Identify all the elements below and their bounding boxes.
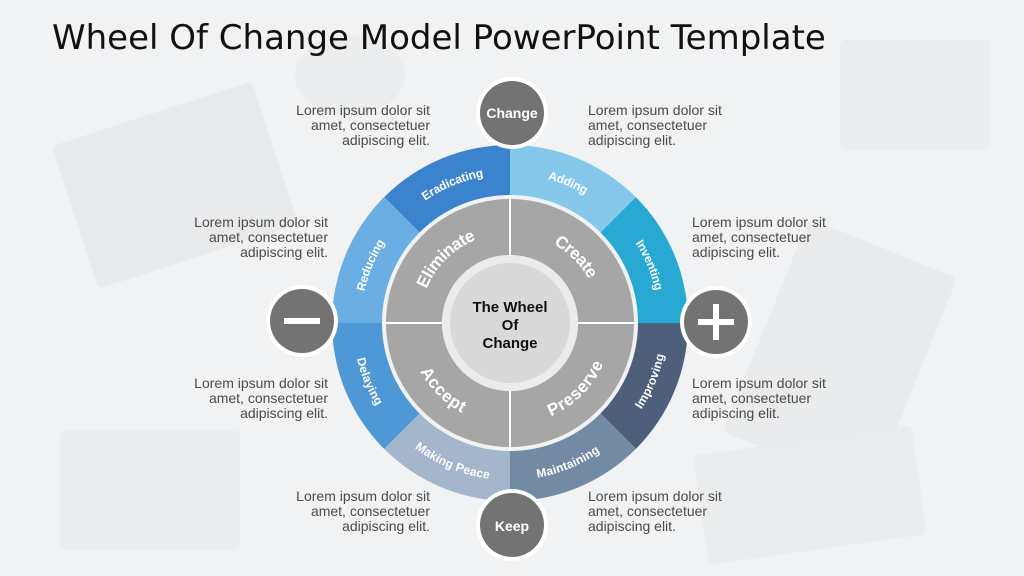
outer-segment-eradicating: [384, 145, 510, 233]
description-line: adipiscing elit.: [342, 132, 430, 148]
description-mid-right-lower: Lorem ipsum dolor sit amet, consectetuer…: [692, 376, 892, 421]
description-top-left: Lorem ipsum dolor sit amet, consectetuer…: [230, 103, 430, 148]
description-mid-left-upper: Lorem ipsum dolor sit amet, consectetuer…: [128, 215, 328, 260]
description-line: amet, consectetuer: [310, 503, 430, 519]
description-top-right: Lorem ipsum dolor sit amet, consectetuer…: [588, 103, 788, 148]
center-label-line2: Of: [502, 317, 520, 334]
quadrant-create: [510, 199, 634, 323]
description-line: amet, consectetuer: [208, 229, 328, 245]
description-line: Lorem ipsum dolor sit: [194, 214, 328, 230]
page-title: Wheel Of Change Model PowerPoint Templat…: [52, 18, 826, 58]
keep-node-label: Keep: [495, 518, 529, 534]
outer-segment-making-peace: [384, 413, 510, 501]
quadrant-eliminate: [386, 199, 510, 323]
change-node-label: Change: [486, 105, 538, 121]
description-line: Lorem ipsum dolor sit: [194, 375, 328, 391]
center-hub: The Wheel Of Change: [442, 255, 578, 391]
outer-segment-maintaining: [510, 413, 636, 501]
description-line: adipiscing elit.: [588, 132, 676, 148]
plus-icon: [698, 304, 734, 340]
description-line: adipiscing elit.: [692, 405, 780, 421]
center-inner-circle: [450, 263, 570, 383]
outer-segment-adding: [510, 145, 636, 233]
description-line: Lorem ipsum dolor sit: [296, 488, 430, 504]
description-line: Lorem ipsum dolor sit: [296, 102, 430, 118]
description-bottom-right: Lorem ipsum dolor sit amet, consectetuer…: [588, 489, 788, 534]
description-line: amet, consectetuer: [208, 390, 328, 406]
quadrant-accept: [386, 323, 510, 447]
description-line: amet, consectetuer: [588, 117, 708, 133]
plus-node: [680, 286, 752, 358]
description-line: adipiscing elit.: [588, 518, 676, 534]
description-line: Lorem ipsum dolor sit: [692, 375, 826, 391]
outer-segment-reducing: [332, 197, 420, 323]
description-line: Lorem ipsum dolor sit: [588, 488, 722, 504]
nodes: Change Keep: [266, 77, 752, 561]
center-label-line3: Change: [482, 335, 537, 352]
description-line: adipiscing elit.: [240, 244, 328, 260]
minus-node: [266, 285, 338, 357]
description-line: amet, consectetuer: [310, 117, 430, 133]
change-node: Change: [476, 77, 548, 149]
description-line: adipiscing elit.: [692, 244, 780, 260]
outer-segment-improving: [600, 323, 688, 449]
description-line: adipiscing elit.: [240, 405, 328, 421]
description-line: adipiscing elit.: [342, 518, 430, 534]
description-line: amet, consectetuer: [588, 503, 708, 519]
description-mid-right-upper: Lorem ipsum dolor sit amet, consectetuer…: [692, 215, 892, 260]
description-line: Lorem ipsum dolor sit: [588, 102, 722, 118]
description-mid-left-lower: Lorem ipsum dolor sit amet, consectetuer…: [128, 376, 328, 421]
description-bottom-left: Lorem ipsum dolor sit amet, consectetuer…: [230, 489, 430, 534]
description-line: amet, consectetuer: [692, 229, 812, 245]
keep-node: Keep: [476, 489, 548, 561]
description-line: amet, consectetuer: [692, 390, 812, 406]
minus-icon: [284, 318, 320, 324]
center-label-line1: The Wheel: [472, 299, 547, 316]
description-line: Lorem ipsum dolor sit: [692, 214, 826, 230]
outer-segment-delaying: [332, 323, 420, 449]
outer-segment-inventing: [600, 197, 688, 323]
quadrant-preserve: [510, 323, 634, 447]
